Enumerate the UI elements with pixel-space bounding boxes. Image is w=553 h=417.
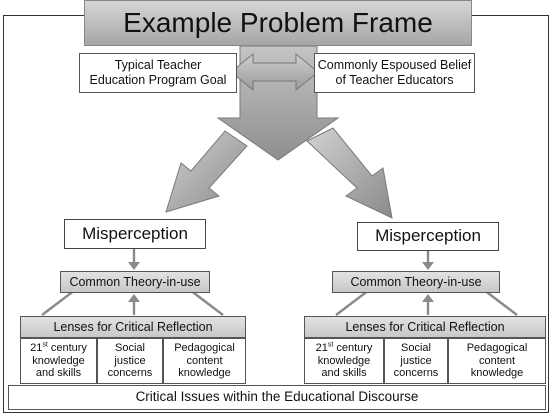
sub-line2: justice — [400, 354, 432, 367]
sub-box-21st-century-right: 21st century knowledge and skills — [304, 338, 384, 384]
sub-box-pedagogical-left: Pedagogical content knowledge — [163, 338, 246, 384]
sub-box-social-justice-left: Social justice concerns — [97, 338, 163, 384]
sub-line2: knowledge — [317, 354, 371, 367]
theory-label-left: Common Theory-in-use — [69, 274, 201, 289]
sub-line3: and skills — [35, 367, 82, 380]
teacher-education-goal-box: Typical Teacher Education Program Goal — [79, 53, 237, 93]
misperception-box-right: Misperception — [357, 222, 499, 251]
sub-line2: content — [186, 354, 223, 367]
sub-box-pedagogical-right: Pedagogical content knowledge — [448, 338, 546, 384]
goal-right-line2: of Teacher Educators — [335, 73, 454, 87]
sub-line2: justice — [114, 354, 146, 367]
misperception-box-left: Misperception — [64, 219, 206, 249]
sub-line1: Pedagogical — [174, 342, 235, 355]
sub-box-21st-century-left: 21st century knowledge and skills — [20, 338, 97, 384]
sub-line2: knowledge — [32, 354, 85, 367]
misperception-label-right: Misperception — [375, 226, 481, 246]
theory-in-use-box-right: Common Theory-in-use — [332, 271, 500, 293]
sub-line3: concerns — [107, 367, 153, 380]
lenses-box-left: Lenses for Critical Reflection — [20, 316, 246, 338]
sub-line1: Social — [115, 342, 145, 355]
left-diagonal-arrow — [165, 130, 248, 213]
espoused-belief-box: Commonly Espoused Belief of Teacher Educ… — [314, 53, 475, 93]
sub-line3: concerns — [393, 367, 439, 380]
lenses-label-left: Lenses for Critical Reflection — [53, 319, 213, 334]
sub-line2: content — [478, 354, 516, 367]
sub-line3: and skills — [321, 367, 367, 380]
right-diagonal-arrow — [306, 127, 393, 219]
sub-line1: Social — [401, 342, 431, 355]
sub-box-social-justice-right: Social justice concerns — [384, 338, 448, 384]
diagram-title: Example Problem Frame — [84, 0, 472, 46]
theory-label-right: Common Theory-in-use — [350, 274, 482, 289]
lenses-box-right: Lenses for Critical Reflection — [304, 316, 546, 338]
sub-line1: 21st century — [315, 341, 373, 355]
theory-in-use-box-left: Common Theory-in-use — [60, 271, 210, 293]
goal-left-line1: Typical Teacher — [114, 58, 202, 72]
goal-left-line2: Education Program Goal — [89, 73, 227, 87]
misperception-label-left: Misperception — [82, 223, 188, 243]
lenses-label-right: Lenses for Critical Reflection — [345, 319, 505, 334]
sub-line1: 21st century — [30, 341, 87, 355]
critical-issues-footer: Critical Issues within the Educational D… — [8, 385, 546, 410]
goal-right-line1: Commonly Espoused Belief — [317, 58, 472, 72]
sub-line1: Pedagogical — [466, 342, 528, 355]
sub-line3: knowledge — [470, 367, 524, 380]
footer-label: Critical Issues within the Educational D… — [135, 389, 419, 405]
sub-line3: knowledge — [178, 367, 231, 380]
